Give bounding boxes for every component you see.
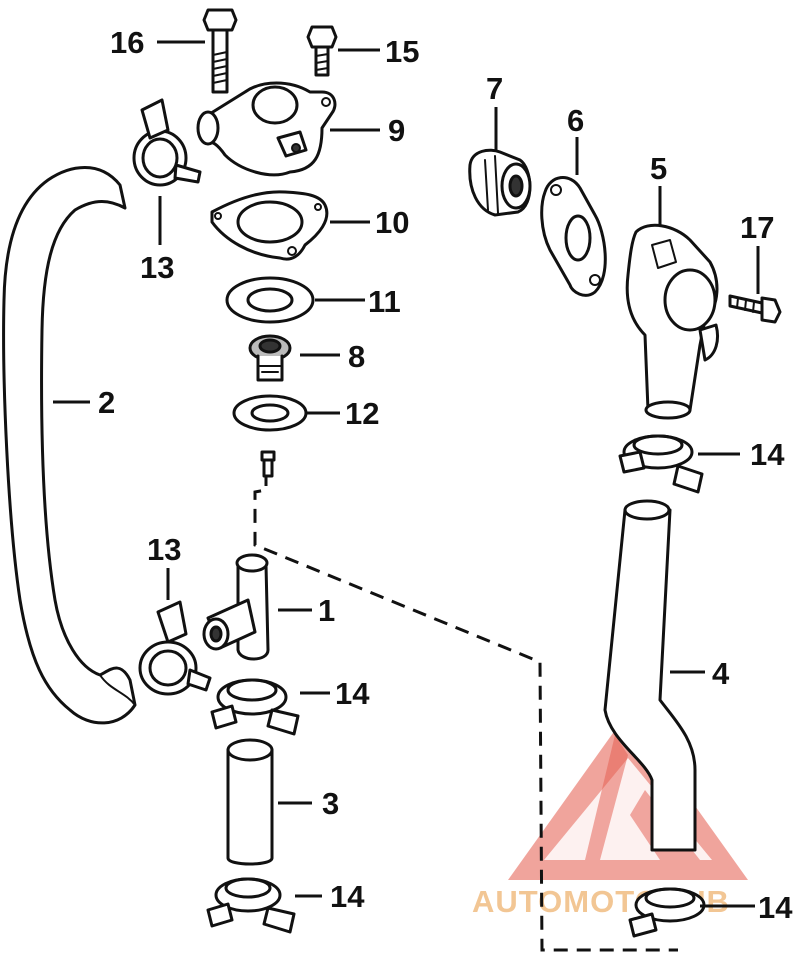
part-2-hose [2, 166, 137, 725]
callout-8: 8 [348, 339, 365, 374]
part-13-clamp-bottom [138, 600, 212, 696]
small-screw [260, 450, 276, 478]
callout-14-a: 14 [335, 676, 370, 711]
callout-13-bottom: 13 [147, 532, 181, 567]
callout-6: 6 [567, 103, 584, 138]
part-1-tee-fitting [202, 553, 270, 661]
callout-9: 9 [388, 113, 405, 148]
part-16-bolt [202, 8, 238, 94]
part-6-gasket [540, 176, 607, 297]
part-14-clamp-a [210, 678, 300, 736]
part-15-bolt [306, 25, 338, 77]
callout-1: 1 [318, 593, 335, 628]
part-4-hose [603, 499, 697, 852]
callout-7: 7 [486, 71, 503, 106]
part-10-gasket [210, 190, 329, 261]
part-8-thermostat [248, 334, 292, 382]
callout-14-d: 14 [758, 890, 793, 925]
callout-5: 5 [650, 151, 667, 186]
watermark-logo: AUTOMOTOHUB [472, 712, 748, 919]
callout-10: 10 [375, 205, 409, 240]
part-14-clamp-d [628, 887, 706, 938]
callout-17: 17 [740, 210, 774, 245]
part-11-seal [225, 276, 315, 324]
leader-lines [53, 40, 760, 908]
callout-4: 4 [712, 656, 730, 691]
callout-16: 16 [110, 25, 144, 60]
callout-2: 2 [98, 385, 115, 420]
callout-3: 3 [322, 786, 339, 821]
callout-14-b: 14 [330, 879, 365, 914]
callout-11: 11 [368, 284, 401, 319]
part-5-housing [625, 223, 720, 420]
callout-labels: 16 15 9 10 11 8 12 13 2 13 1 14 3 14 7 6… [98, 25, 793, 925]
dashed-routing-line [253, 472, 678, 952]
part-12-seal [232, 394, 308, 432]
part-17-bolt [728, 294, 782, 324]
callout-12: 12 [345, 396, 379, 431]
callout-14-c: 14 [750, 437, 785, 472]
part-3-hose [226, 738, 274, 866]
part-13-clamp-top [132, 98, 202, 187]
callout-13-top: 13 [140, 250, 174, 285]
part-7-cap [468, 148, 532, 217]
part-14-clamp-c [618, 434, 704, 494]
part-14-clamp-b [206, 877, 296, 934]
callout-15: 15 [385, 34, 419, 69]
part-9-thermostat-housing [196, 81, 337, 177]
